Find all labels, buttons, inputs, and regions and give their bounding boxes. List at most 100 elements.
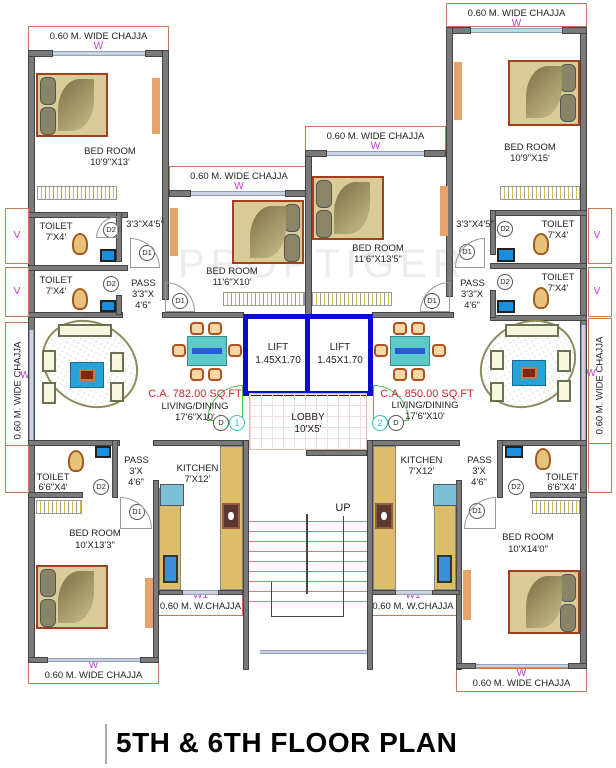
dining-chair — [393, 368, 407, 381]
wall — [490, 210, 496, 255]
chajja-bottom-right-label: 0.60 M. WIDE CHAJJA — [472, 678, 571, 689]
wash-basin — [497, 248, 515, 262]
room-name: PASS — [460, 278, 485, 289]
ventilator-box — [5, 445, 29, 493]
toilet-fixture — [535, 448, 551, 470]
wall — [28, 440, 120, 446]
wall — [162, 312, 244, 318]
passage-size: 3'3"X4'5" — [456, 219, 494, 230]
wall — [243, 440, 249, 670]
lobby-size: 10'X5' — [294, 424, 322, 435]
wall — [116, 295, 122, 315]
chajja-kitchen-left-label: 0.60 M. W.CHAJJA — [159, 601, 242, 612]
window — [183, 590, 218, 595]
window — [581, 325, 586, 440]
dining-chair — [190, 322, 204, 335]
door-swing[interactable] — [96, 216, 118, 238]
wall — [446, 27, 453, 297]
sofa — [110, 352, 124, 372]
door-swing[interactable] — [130, 238, 160, 268]
wardrobe — [223, 292, 305, 306]
room-name: PASS — [131, 278, 156, 289]
door-tag: D1 — [424, 293, 440, 309]
window-tag: W — [234, 181, 244, 192]
room-size: 10'X14'0" — [508, 544, 548, 555]
bed — [508, 570, 580, 634]
wall — [456, 663, 476, 669]
wall — [159, 590, 183, 595]
stair-arrow-line — [343, 516, 344, 616]
dining-chair — [190, 368, 204, 381]
ventilator-tag: V — [593, 230, 601, 241]
window-tag: W — [370, 141, 381, 152]
wall — [490, 263, 587, 269]
bed — [36, 565, 108, 629]
chajja-right-side — [588, 318, 612, 458]
wall — [285, 190, 307, 197]
door-swing[interactable] — [120, 497, 152, 529]
room-name: KITCHEN — [176, 463, 219, 474]
wall — [490, 290, 496, 318]
kitchen-sink — [433, 484, 457, 506]
dining-chair — [411, 322, 425, 335]
wall — [305, 150, 327, 157]
door-tag: D1 — [459, 244, 475, 260]
wall — [432, 590, 460, 595]
stove — [375, 503, 393, 529]
room-name: PASS — [467, 455, 492, 466]
flat-2-tag: 2 — [372, 415, 388, 431]
living-dining-name: LIVING/DINING — [161, 401, 229, 412]
chajja-top-left — [28, 26, 169, 52]
wall — [28, 265, 128, 271]
window — [48, 658, 140, 662]
stair-landing-line — [271, 582, 272, 617]
wall — [372, 312, 454, 318]
lift-left-size: 1.45X1.70 — [255, 355, 301, 366]
coffee-table — [70, 362, 104, 388]
bed — [508, 60, 580, 126]
tv-unit — [463, 570, 471, 620]
door-swing[interactable] — [464, 497, 496, 529]
room-size: 7'X4' — [45, 286, 67, 297]
chajja-bottom-right — [456, 668, 587, 692]
room-size: 3'3"X 4'6" — [460, 289, 484, 311]
sofa — [505, 324, 559, 337]
wall — [153, 440, 243, 446]
carpet-area-flat-2: C.A. 850.00 SQ.FT — [380, 388, 474, 400]
staircase[interactable] — [249, 512, 367, 608]
room-name: TOILET — [545, 472, 579, 483]
room-size: 7'X4' — [547, 283, 569, 294]
living-dining-name: LIVING/DINING — [391, 400, 459, 411]
window-tag: W — [516, 668, 527, 679]
ventilator-box — [588, 443, 612, 493]
dining-chair — [432, 344, 446, 357]
room-name: BED ROOM — [352, 243, 404, 254]
wash-basin — [100, 249, 116, 262]
wall — [28, 657, 48, 663]
page-title: 5TH & 6TH FLOOR PLAN — [116, 727, 458, 758]
wall — [112, 440, 118, 498]
room-size: 7'X12' — [408, 466, 435, 477]
window — [476, 664, 568, 668]
toilet-fixture — [72, 233, 88, 255]
carpet-area-flat-1: C.A. 782.00 SQ.FT — [148, 388, 242, 400]
sofa — [557, 350, 571, 372]
wall — [28, 50, 53, 57]
flat-1-tag: 1 — [229, 415, 245, 431]
ventilator-box — [588, 267, 612, 317]
ventilator-box — [588, 208, 612, 264]
wall — [497, 440, 503, 498]
room-name: TOILET — [39, 221, 73, 232]
window-tag: W1 — [193, 590, 208, 601]
tv-unit — [152, 78, 160, 134]
room-size: 6'6"X4' — [38, 482, 68, 493]
wall — [306, 450, 367, 456]
door-tag: D1 — [469, 503, 485, 519]
chajja-left-side-label: 0.60 M. WIDE CHAJJA — [12, 341, 24, 440]
window-tag: W — [88, 660, 99, 671]
wash-basin — [100, 300, 116, 312]
wall — [562, 27, 587, 34]
dining-chair — [228, 344, 242, 357]
lift-right-size: 1.45X1.70 — [317, 355, 363, 366]
ventilator-tag: V — [13, 230, 21, 241]
